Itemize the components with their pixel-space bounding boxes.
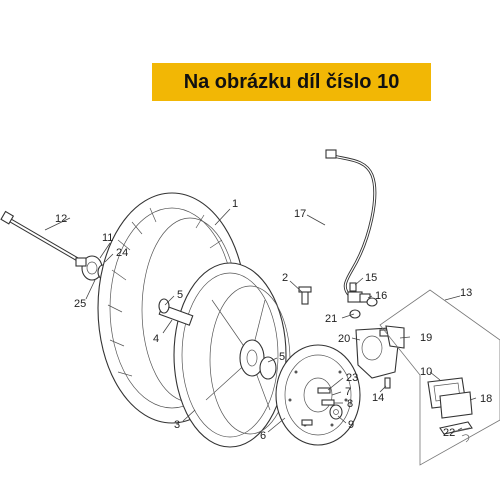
callout-16: 16 [375, 290, 387, 302]
callout-25: 25 [74, 298, 86, 310]
callout-2: 2 [282, 272, 288, 284]
bleed-screw [384, 377, 391, 389]
callout-19: 19 [420, 332, 432, 344]
axle-spacer [158, 298, 194, 326]
callout-11: 11 [102, 232, 113, 244]
brake-pad-kit-box [379, 289, 500, 466]
pad-spring [385, 325, 405, 349]
callout-12: 12 [55, 213, 67, 225]
pad-pin [439, 421, 473, 443]
brake-disc [275, 344, 361, 446]
callout-4: 4 [153, 333, 159, 345]
part-number-banner: Na obrázku díl číslo 10 [152, 63, 431, 101]
callout-3: 3 [174, 419, 180, 431]
axle-shaft [0, 210, 84, 264]
callout-14: 14 [372, 392, 384, 404]
callout-22: 22 [443, 427, 455, 439]
brake-hose [325, 149, 377, 303]
callout-23: 23 [346, 372, 358, 384]
callout-8: 8 [347, 398, 353, 410]
disc-bolts [301, 387, 343, 426]
callout-5-upper: 5 [177, 289, 183, 301]
callout-18: 18 [480, 393, 492, 405]
callout-5-lower: 5 [279, 351, 285, 363]
callout-24: 24 [116, 247, 128, 259]
brake-pads [427, 377, 473, 419]
callout-9: 9 [348, 419, 354, 431]
callout-10: 10 [420, 366, 432, 378]
leader-lines [44, 208, 477, 433]
banjo-fitting [349, 282, 378, 319]
callout-15: 15 [365, 272, 377, 284]
caliper-bolt [298, 286, 312, 305]
callout-20: 20 [338, 333, 350, 345]
wheel-rim [173, 262, 291, 448]
callout-13: 13 [460, 287, 472, 299]
callout-7: 7 [345, 386, 351, 398]
callout-1: 1 [232, 198, 238, 210]
banner-text: Na obrázku díl číslo 10 [183, 70, 400, 93]
callout-17: 17 [294, 208, 306, 220]
callout-6: 6 [260, 430, 266, 442]
callout-21: 21 [325, 313, 337, 325]
